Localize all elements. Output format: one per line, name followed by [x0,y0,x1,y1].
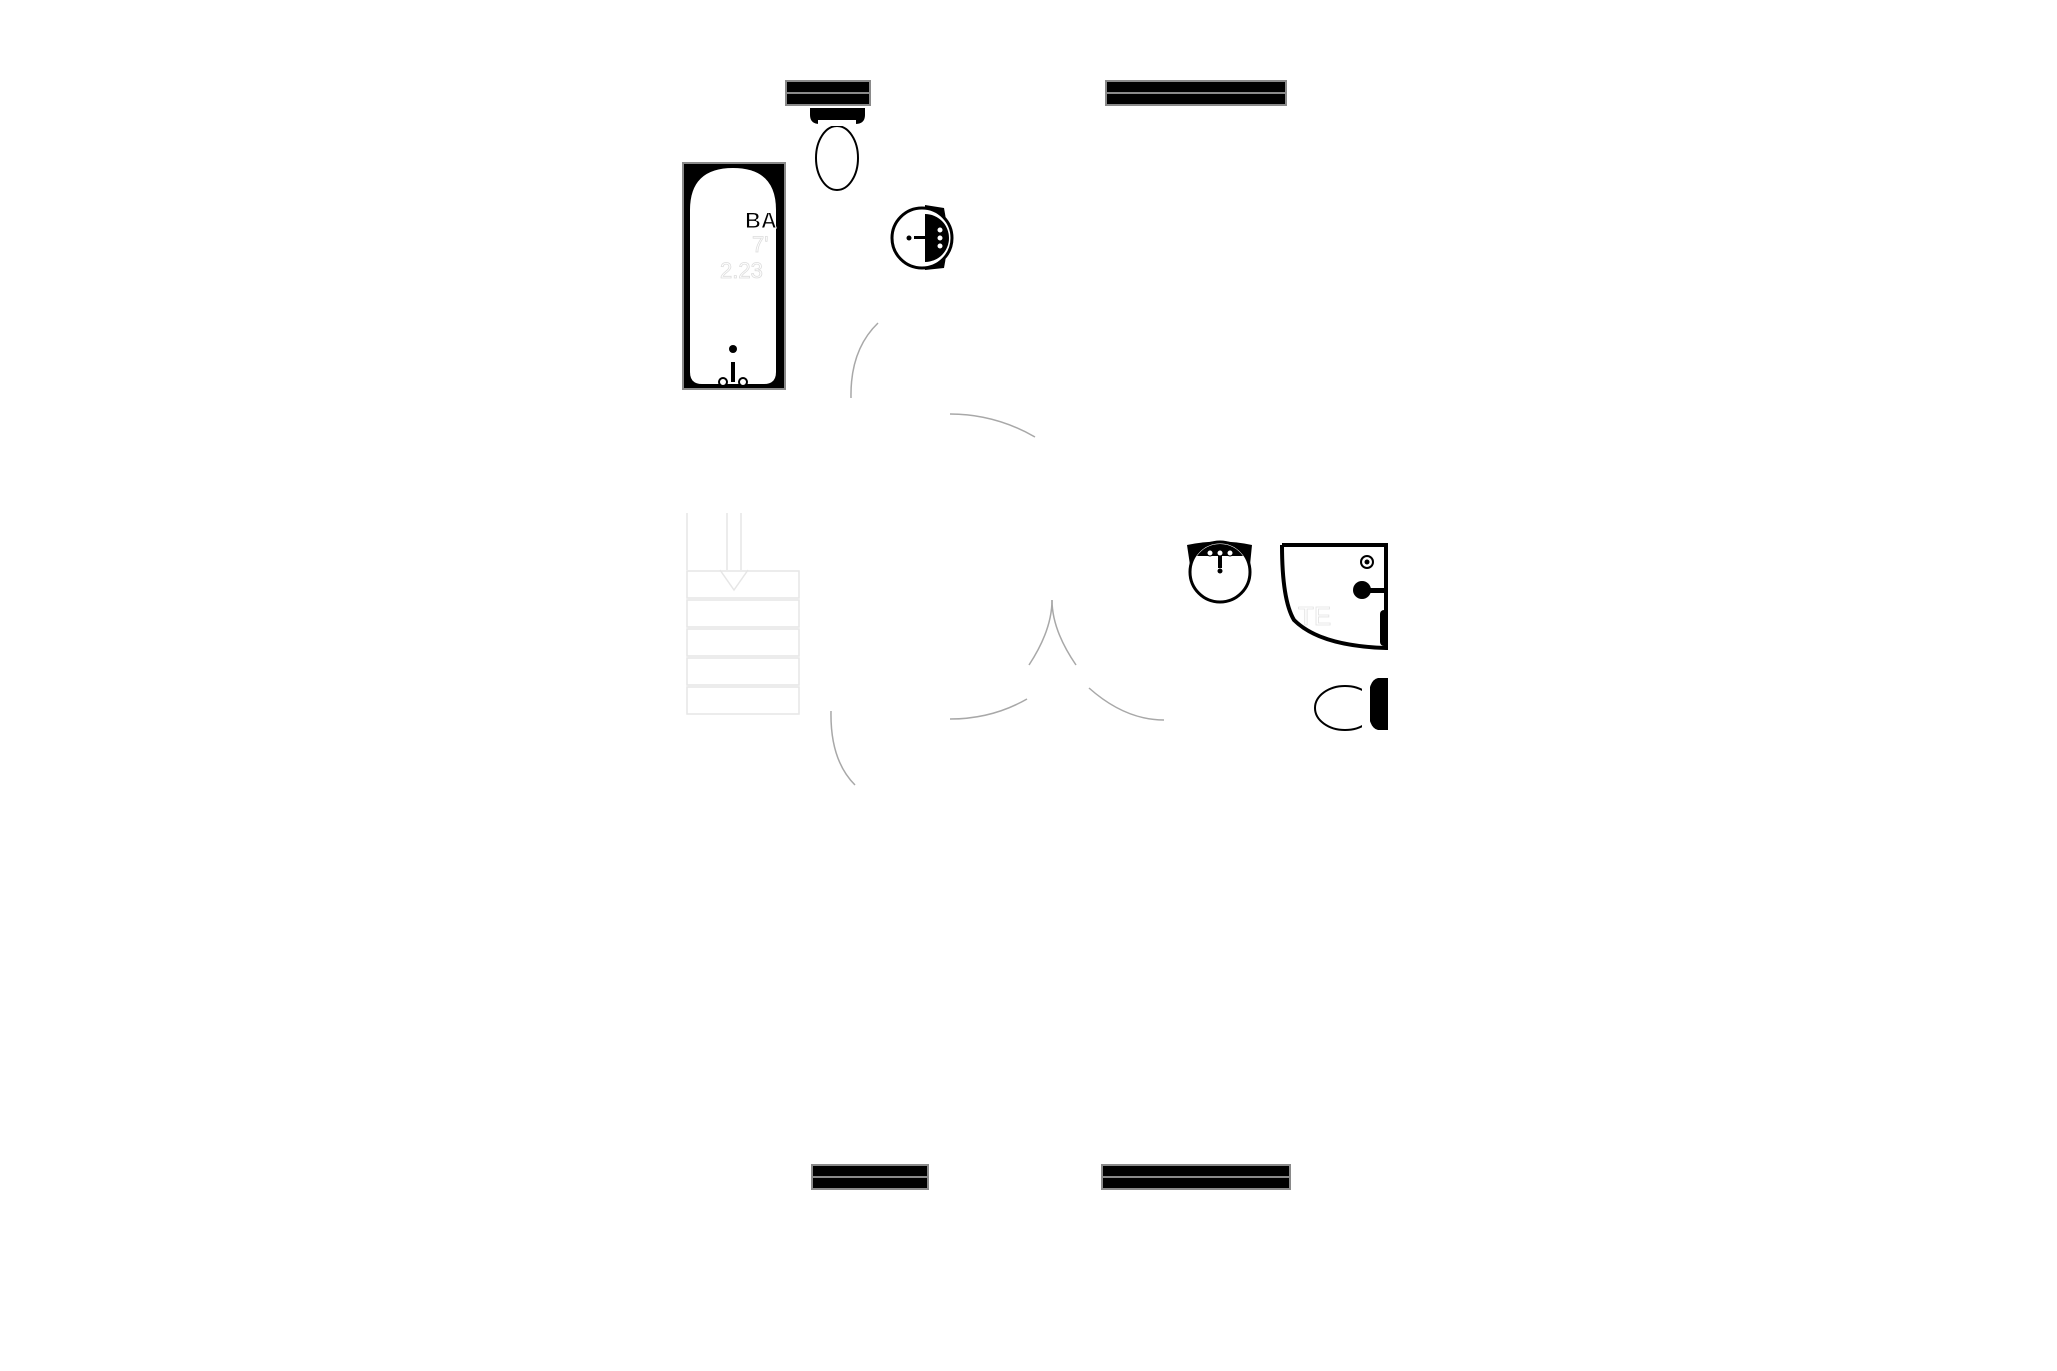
door-bath[interactable] [850,322,879,399]
room-dim-metric: 2.23 [720,258,763,283]
basin-ensuite [1187,540,1252,604]
door-bedroom-right[interactable] [1051,599,1165,721]
shower-ensuite: TE [1280,543,1388,651]
door-bedroom-left[interactable] [1028,599,1053,666]
bathtub: BA 7' 2.23 [682,162,786,390]
stair-tread [686,686,800,715]
window-top-left [785,80,871,106]
window-bottom-left [811,1164,929,1190]
stair-tread [686,570,800,599]
room-dim-imperial: 7' [752,232,768,257]
toilet-top [810,108,865,191]
stair-direction-arrow-icon [719,569,749,592]
stair-tread [686,628,800,657]
stairs [686,513,800,715]
stair-tread [686,599,800,628]
door-ensuite[interactable] [949,698,1028,720]
door-swings [830,322,1165,786]
door-lower[interactable] [830,710,856,786]
room-label-bath: BA [745,208,777,233]
drain-icon [729,345,737,353]
door-hall[interactable] [949,413,1036,438]
window-bottom-right [1101,1164,1291,1190]
room-label-ensuite: TE [1298,601,1331,631]
toilet-ensuite [1314,678,1388,731]
window-top-right [1105,80,1287,106]
stair-tread [686,657,800,686]
basin-bath [890,205,954,270]
